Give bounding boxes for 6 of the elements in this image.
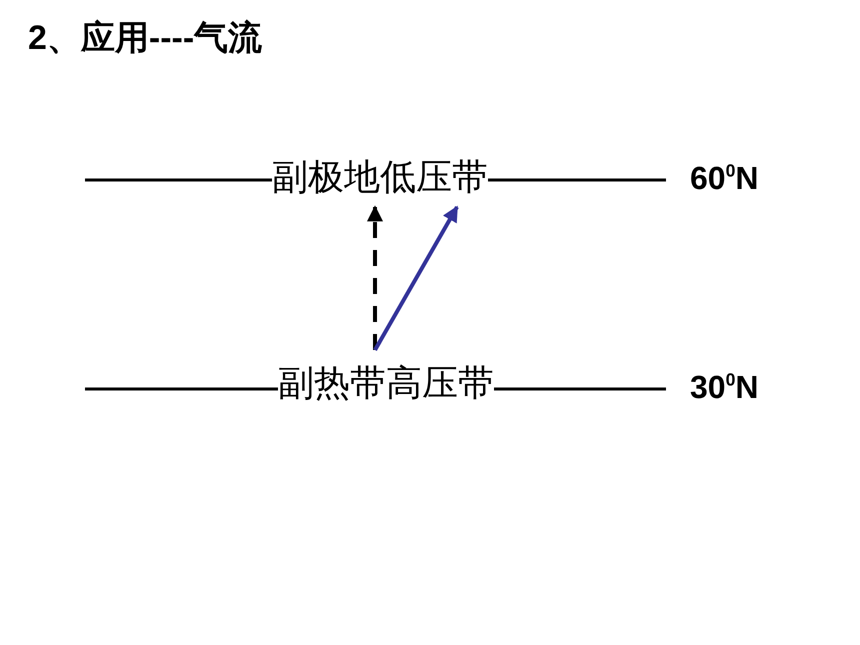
title: 2、应用----气流 (28, 18, 262, 58)
latitude-label: 30$^{0}$N (690, 369, 758, 405)
airflow-arrow (367, 205, 383, 350)
pressure-belt-label: 副热带高压带 (278, 364, 494, 404)
latitude-label: 60$^{0}$N (690, 160, 758, 196)
airflow-arrow (373, 206, 459, 351)
